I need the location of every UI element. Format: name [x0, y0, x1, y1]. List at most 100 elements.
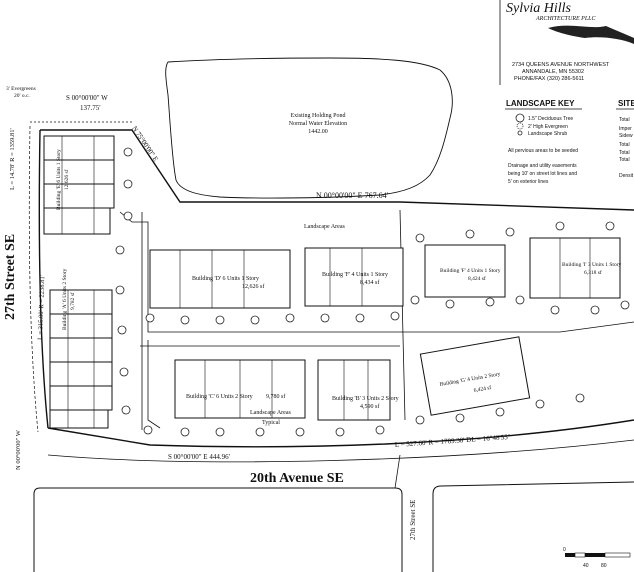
tree-icon — [590, 305, 600, 315]
tree-icon — [215, 315, 225, 325]
drives — [119, 209, 634, 430]
site-key-row: Total — [619, 142, 630, 148]
holding-pond: Existing Holding Pond Normal Water Eleva… — [165, 57, 453, 199]
site-key-row: Sidew — [619, 133, 633, 139]
tree-icon — [285, 313, 295, 323]
title-block: Sylvia Hills ARCHITECTURE PLLC 2734 QUEE… — [499, 0, 634, 85]
firm-name: Sylvia Hills — [506, 1, 571, 16]
firm-subtitle: ARCHITECTURE PLLC — [535, 16, 597, 22]
building-footprint — [424, 244, 506, 298]
site-key-row: Total — [619, 157, 630, 163]
tree-icon — [255, 427, 265, 437]
shrub-icon — [517, 130, 523, 136]
site-key: SITE Total Imper Sidew Total Total Total… — [616, 99, 634, 179]
site-key-title: SITE — [618, 99, 634, 108]
tree-icon — [390, 311, 400, 321]
building-label: Building 'E' 6 Units 1 Story — [56, 149, 62, 210]
building-footprint — [149, 249, 291, 309]
tree-icon — [620, 300, 630, 310]
tree-icon — [320, 313, 330, 323]
tree-icon — [121, 405, 131, 415]
building-footprints — [149, 237, 621, 421]
property-boundary — [28, 121, 634, 448]
site-key-row: Total — [619, 117, 630, 123]
site-key-row: Imper — [619, 126, 632, 132]
tree-icon — [145, 313, 155, 323]
bearing-label: L = 315.00' R = 2238.81' — [37, 275, 46, 340]
building-area: 8,434 sf — [360, 279, 379, 286]
building-area: 8,424 sf — [468, 275, 486, 282]
evergreen-icon — [516, 122, 524, 130]
bearing-label: 137.75' — [80, 104, 101, 112]
tree-icon — [505, 227, 515, 237]
building-footprint — [529, 237, 621, 299]
bearing-label: N 75°00'00" E — [130, 125, 159, 163]
street-label-south: 20th Avenue SE — [250, 471, 344, 486]
landscape-key-title: LANDSCAPE KEY — [506, 99, 575, 108]
tree-icon — [605, 221, 615, 231]
pond-label: Existing Holding Pond — [290, 113, 345, 119]
building-label: Building 'D' 6 Units 1 Story — [192, 276, 259, 282]
landscape-key-note: All pervious areas to be seeded — [508, 148, 578, 154]
tree-icon — [115, 245, 125, 255]
pond-label: 1442.00 — [308, 129, 328, 135]
landscape-key-note: Drainage and utility easements being 10'… — [508, 163, 578, 185]
site-key-row: Total — [619, 150, 630, 156]
bearing-label: L = 527.60' R = 1789.38' DL = 16°48'55" — [395, 433, 511, 449]
tree-icon — [485, 297, 495, 307]
tree-icon — [555, 221, 565, 231]
building-footprint — [304, 247, 404, 307]
tree-icon — [143, 425, 153, 435]
bearing-label: S 00°00'00" E 444.96' — [168, 453, 230, 461]
tree-icon — [415, 415, 425, 425]
building-label: Building 'I' 3 Units 1 Story — [562, 262, 622, 268]
tree-icon — [335, 427, 345, 437]
tree-icon — [550, 305, 560, 315]
building-area: 6,424 sf — [473, 384, 492, 394]
trees — [115, 147, 630, 437]
landscape-areas-label: Landscape Areas — [304, 224, 345, 230]
tree-icon — [415, 233, 425, 243]
tree-icon — [575, 393, 585, 403]
tree-icon — [535, 399, 545, 409]
landscape-key-item: 1.5" Deciduous Tree — [528, 116, 573, 122]
typical-label: Typical — [262, 420, 280, 426]
building-label: Building 'F' 4 Units 1 Story — [322, 272, 388, 278]
tree-icon — [250, 315, 260, 325]
tree-icon — [115, 285, 125, 295]
scale-label: 40 — [583, 563, 589, 569]
tree-icon — [465, 229, 475, 239]
bearing-label: N 00°00'00" W — [15, 429, 22, 470]
street-label-west: 27th Street SE — [3, 234, 18, 320]
building-area: 9,780 sf — [266, 393, 285, 400]
tree-icon — [123, 179, 133, 189]
scale-label: 0 — [563, 547, 566, 553]
bearing-label: L = 14.78' R = 1359.81' — [9, 128, 16, 190]
building-label: Building 'C' 6 Units 2 Story — [186, 394, 253, 400]
streets: 27th Street SE 20th Avenue SE 27th Stree… — [3, 234, 634, 572]
scale-bar: 0 40 80 — [563, 547, 631, 569]
building-label: Building 'F' 4 Units 1 Story — [440, 268, 501, 274]
landscape-key: LANDSCAPE KEY 1.5" Deciduous Tree 2' Hig… — [505, 99, 582, 185]
building-area: 12,626 sf — [242, 283, 264, 290]
west-buildings — [43, 135, 115, 429]
landscape-key-item: Landscape Shrub — [528, 131, 567, 137]
bearing-label: N 00°00'00" E 767.64' — [316, 191, 389, 200]
tree-icon — [180, 315, 190, 325]
tree-icon — [355, 313, 365, 323]
tree-icon — [215, 427, 225, 437]
firm-address2: ANNANDALE, MN 55302 — [522, 69, 584, 75]
firm-phone: PHONE/FAX (320) 286-5611 — [514, 76, 584, 82]
tree-icon — [117, 325, 127, 335]
building-label: Building 'A' 6 Units 2 Story — [62, 268, 68, 330]
tree-icon — [123, 147, 133, 157]
firm-logo — [548, 25, 634, 44]
tree-icon — [295, 427, 305, 437]
building-area: 9,782 sf — [69, 292, 76, 310]
landscape-areas-label: Landscape Areas — [250, 410, 291, 416]
tree-icon — [180, 427, 190, 437]
site-key-row: Densit — [619, 173, 634, 179]
building-area: 4,590 sf — [360, 403, 379, 410]
scale-label: 80 — [601, 563, 607, 569]
building-footprint — [317, 359, 391, 421]
